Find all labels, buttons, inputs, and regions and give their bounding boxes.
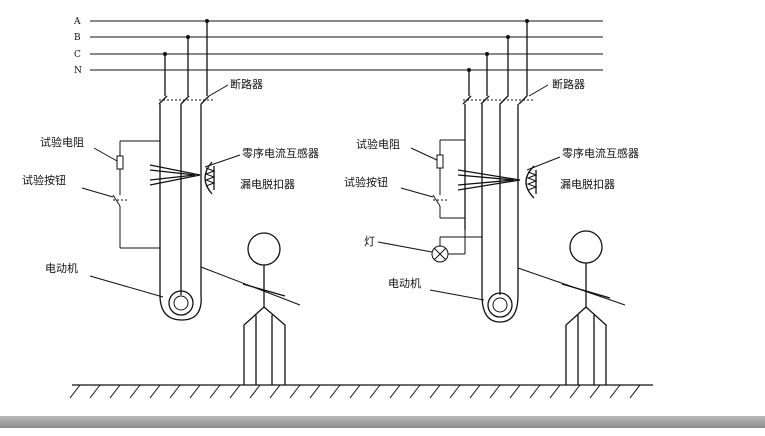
right-test-circuit	[432, 139, 465, 219]
left-breaker-symbol	[158, 84, 229, 105]
footer-bar	[0, 416, 765, 428]
bus-label-c: C	[74, 50, 81, 60]
left-breaker-label: 断路器	[230, 77, 263, 91]
right-breaker-label: 断路器	[552, 77, 585, 91]
right-motor-label: 电动机	[388, 276, 421, 290]
bus-label-a: A	[73, 17, 81, 27]
right-ct-symbol	[457, 165, 538, 199]
left-ct-label: 零序电流互感器	[242, 146, 319, 160]
left-test-circuit	[112, 140, 160, 249]
bus-bars: A B C N	[73, 17, 603, 76]
left-motor-symbol	[159, 290, 202, 321]
left-circuit: 断路器 零序电流互感器 漏电脱扣器 试验电阻 试验	[22, 19, 319, 385]
left-test-button-label: 试验按钮	[22, 173, 66, 187]
right-breaker-symbol	[462, 84, 549, 105]
left-test-resistor-label: 试验电阻	[40, 135, 84, 149]
right-motor-symbol	[481, 292, 519, 323]
left-person-figure	[242, 232, 286, 385]
bus-label-b: B	[74, 33, 81, 43]
bus-label-n: N	[74, 66, 82, 76]
right-person-figure	[561, 230, 611, 385]
left-ct-symbol	[149, 161, 216, 195]
ground-line	[69, 384, 653, 399]
right-test-button-label: 试验按钮	[344, 175, 388, 189]
right-test-resistor-label: 试验电阻	[356, 137, 400, 151]
right-trip-unit-label: 漏电脱扣器	[560, 177, 615, 191]
left-trip-unit-label: 漏电脱扣器	[240, 177, 295, 191]
right-ct-label: 零序电流互感器	[562, 146, 639, 160]
right-lamp-symbol	[431, 230, 482, 263]
right-lamp-label: 灯	[364, 235, 375, 248]
left-motor-label: 电动机	[45, 261, 78, 275]
right-circuit: 断路器 零序电流互感器 漏电脱扣器 试验电阻 试验按钮	[344, 19, 639, 385]
